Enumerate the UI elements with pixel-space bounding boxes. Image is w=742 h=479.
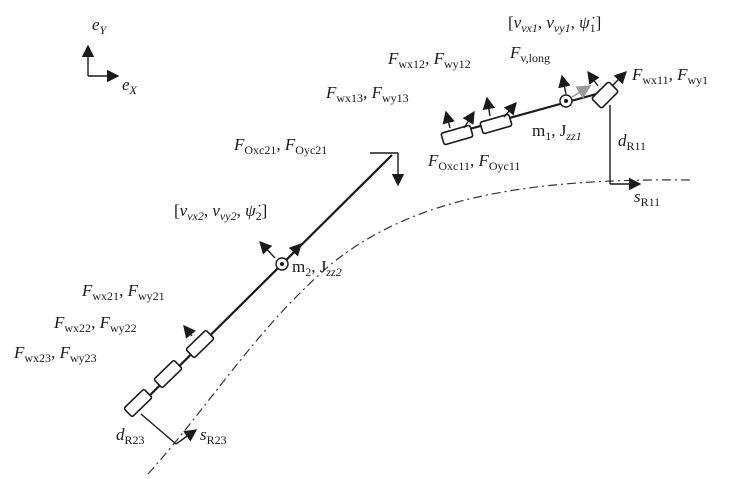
tractor-wheel-13 [440, 124, 474, 146]
label-force-wheel-21: Fwx21, Fwy21 [81, 281, 165, 303]
state-vector-1: [vvx1, vvy1, ψ̇1] [508, 13, 601, 35]
state-vector-2: [vvx2, vvy2, ψ̇2] [174, 201, 267, 223]
label-force-longitudinal: Fv,long [509, 43, 550, 65]
label-force-wheel-12: Fwx12, Fwy12 [387, 49, 471, 71]
velocity-x-arrow-2 [285, 242, 302, 261]
trailer-wheel-22 [153, 359, 183, 389]
label-mass-2: m2, Jzz2 [292, 257, 342, 279]
tractor-wheel-12 [479, 113, 513, 135]
tractor-body [454, 91, 601, 135]
label-mass-1: m1, Jzz1 [532, 121, 582, 143]
velocity-y-arrow-2 [259, 240, 276, 259]
label-path-r23: sR23 [200, 425, 227, 447]
label-coupling-force-21: FOxc21, FOyc21 [233, 135, 327, 157]
label-force-wheel-22: Fwx22, Fwy22 [53, 313, 137, 335]
longitudinal-force-arrow [571, 85, 592, 99]
velocity-y-arrow-1 [558, 74, 571, 95]
trailer-wheel-23 [123, 388, 153, 418]
lateral-offset-line-r23 [140, 413, 177, 445]
trailer-center-of-mass [259, 240, 302, 271]
element-2 [280, 262, 284, 266]
trailer-axle-21 [183, 324, 215, 359]
axis-y-label: eY [92, 15, 108, 37]
coordinate-axes: eY eX [81, 15, 138, 97]
label-lateral-offset-r23: dR23 [116, 425, 145, 447]
label-force-wheel-11: Fwx11, Fwy1 [631, 65, 708, 87]
force-arrow-wy12 [482, 96, 496, 117]
label-path-r11: sR11 [634, 187, 660, 209]
axis-x-label: eX [122, 75, 138, 97]
trailer-wheel-21 [185, 329, 215, 359]
tractor-wheel-11 [591, 81, 619, 109]
force-arrow-wy11 [587, 70, 600, 87]
trailer-axle-22 [153, 359, 183, 389]
label-force-wheel-23: Fwx23, Fwy23 [13, 343, 97, 365]
label-coupling-force-11: FOxc11, FOyc11 [427, 151, 520, 173]
force-arrow-wx13 [462, 110, 475, 129]
tractor-center-of-mass [558, 74, 592, 108]
coupling-point-21 [370, 152, 405, 187]
force-arrow-wx12 [503, 101, 517, 118]
path-arrow-r23 [175, 429, 198, 445]
force-arrow-wx11 [611, 71, 627, 87]
force-arrow-wy13 [442, 110, 455, 129]
road-reference-line [147, 179, 691, 475]
force-arrow-wy21 [183, 324, 196, 339]
element-4 [564, 99, 568, 103]
label-lateral-offset-r11: dR11 [618, 131, 646, 153]
trailer-axle-23 [123, 388, 153, 418]
label-force-wheel-13: Fwx13, Fwy13 [325, 83, 409, 105]
